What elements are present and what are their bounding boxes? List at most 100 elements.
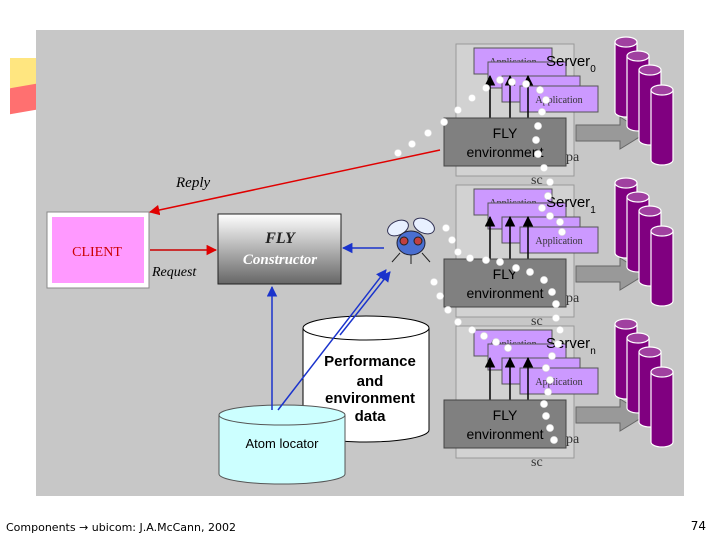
migration-dot	[540, 276, 548, 284]
migration-dot	[496, 76, 504, 84]
fly-env-line1: FLY	[493, 125, 518, 141]
server-subscript: n	[590, 346, 596, 357]
migration-dot	[492, 338, 500, 346]
fly-env-line2: environment	[466, 426, 543, 442]
migration-dot	[454, 248, 462, 256]
migration-dot	[424, 129, 432, 137]
database-cylinder-top	[626, 50, 650, 62]
blue-arrow-perf-to-agent	[339, 271, 391, 336]
database-cylinder	[650, 372, 674, 448]
migration-dot	[468, 94, 476, 102]
database-cylinder-top	[626, 191, 650, 203]
agent-migration-path	[394, 76, 566, 444]
migration-dot	[468, 326, 476, 334]
reply-arrow	[148, 149, 441, 216]
fragment-pa: pa	[566, 291, 580, 306]
fly-env-line1: FLY	[493, 407, 518, 423]
migration-dot	[536, 86, 544, 94]
migration-dot	[546, 376, 554, 384]
server-2: ApplicationApplicationServernFLYenvironm…	[443, 318, 674, 470]
migration-dot	[526, 268, 534, 276]
database-cylinder	[650, 90, 674, 166]
migration-dot	[546, 424, 554, 432]
migration-dot	[482, 256, 490, 264]
migration-dot	[394, 149, 402, 157]
server-0: ApplicationApplicationServer0FLYenvironm…	[443, 36, 674, 188]
migration-dot	[496, 258, 504, 266]
migration-dot	[408, 140, 416, 148]
migration-dot	[532, 136, 540, 144]
blue-arrow-atom-to-agent	[277, 269, 387, 411]
server-name: Server1	[546, 194, 596, 216]
migration-dot	[508, 78, 516, 86]
fragment-sc: sc	[531, 173, 543, 188]
database-cylinder-top	[614, 177, 638, 189]
migration-dot	[482, 84, 490, 92]
migration-dot	[540, 164, 548, 172]
title-decoration	[10, 58, 36, 116]
migration-dot	[480, 332, 488, 340]
fly-env-line2: environment	[466, 144, 543, 160]
migration-dot	[556, 218, 564, 226]
fragment-sc: sc	[531, 455, 543, 470]
fly-environment-box	[443, 117, 567, 167]
request-label: Request	[151, 265, 197, 280]
fly-agent-icon	[387, 217, 435, 264]
perf-line-1: Performance	[324, 353, 416, 370]
migration-dot	[556, 326, 564, 334]
database-cylinder-top	[638, 346, 662, 358]
fragment-pa: pa	[566, 432, 580, 447]
migration-dot	[442, 224, 450, 232]
migration-dot	[448, 236, 456, 244]
migration-dot	[552, 314, 560, 322]
application-window	[519, 85, 599, 113]
migration-dot	[548, 352, 556, 360]
migration-dot	[454, 318, 462, 326]
migration-dot	[546, 178, 554, 186]
page-number: 74	[690, 519, 706, 533]
database-cylinder-top	[638, 64, 662, 76]
migration-dot	[538, 108, 546, 116]
application-label: Application	[535, 377, 582, 388]
database-cylinder-top	[650, 225, 674, 237]
server-subscript: 0	[590, 64, 596, 75]
server-name: Server0	[546, 53, 596, 75]
migration-dot	[504, 344, 512, 352]
fragment-sc: sc	[531, 314, 543, 329]
fly-env-line2: environment	[466, 285, 543, 301]
migration-dot	[440, 118, 448, 126]
fly-env-line1: FLY	[493, 266, 518, 282]
application-label: Application	[535, 236, 582, 247]
constructor-line1: FLY	[264, 230, 296, 247]
fly-constructor-node: FLY Constructor	[217, 213, 342, 285]
migration-dot	[544, 388, 552, 396]
database-cylinder-top	[614, 318, 638, 330]
reply-label: Reply	[175, 175, 210, 191]
migration-dot	[558, 228, 566, 236]
constructor-line2: Constructor	[243, 252, 317, 268]
migration-dot	[544, 192, 552, 200]
application-window	[519, 367, 599, 395]
migration-dot	[542, 96, 550, 104]
footer-credit: Components → ubicom: J.A.McCann, 2002	[6, 521, 236, 534]
migration-dot	[542, 364, 550, 372]
fly-environment-box	[443, 399, 567, 449]
migration-dot	[548, 288, 556, 296]
migration-dot	[430, 278, 438, 286]
migration-dot	[436, 292, 444, 300]
database-cylinder	[650, 231, 674, 307]
server-subscript: 1	[590, 205, 596, 216]
migration-dot	[554, 340, 562, 348]
application-label: Application	[535, 95, 582, 106]
migration-dot	[454, 106, 462, 114]
perf-line-2: and	[357, 373, 384, 390]
migration-dot	[538, 204, 546, 212]
client-node: CLIENT	[46, 211, 150, 289]
database-cylinder-top	[626, 332, 650, 344]
migration-dot	[522, 80, 530, 88]
database-cylinder-top	[650, 366, 674, 378]
migration-dot	[550, 436, 558, 444]
migration-dot	[512, 264, 520, 272]
perf-line-3: environment	[325, 390, 415, 407]
